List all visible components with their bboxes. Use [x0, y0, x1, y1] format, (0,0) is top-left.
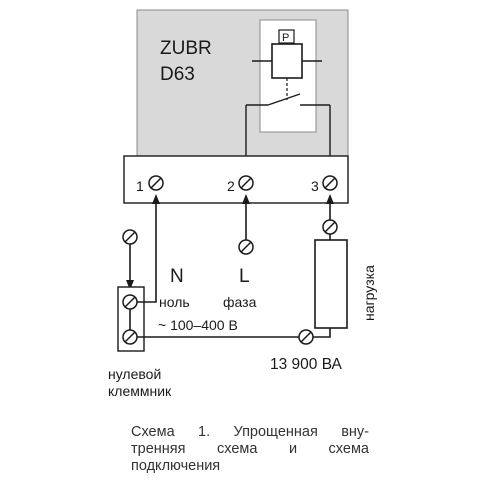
neutral-block-screw-bottom	[122, 329, 138, 345]
neutral-letter: N	[170, 266, 184, 287]
load-label: нагрузка	[361, 265, 377, 321]
phase-input-terminal	[238, 239, 254, 255]
caption-line-2: тренняя схема и схема	[131, 441, 369, 457]
terminal-3	[322, 175, 338, 191]
phase-letter: L	[239, 266, 250, 287]
terminal-2-arrow	[242, 194, 250, 204]
terminal-2	[238, 175, 254, 191]
device-model-number: D63	[160, 64, 195, 85]
load-top-terminal	[322, 219, 338, 235]
caption-line-3: подключения	[131, 458, 221, 474]
load-resistor	[314, 239, 348, 329]
figure-caption: Схема 1. Упрощенная вну- тренняя схема и…	[131, 424, 369, 475]
terminal-1-arrow	[152, 194, 160, 204]
load-return-wire	[137, 328, 331, 338]
phase-word: фаза	[223, 294, 257, 310]
caption-line-1: Схема 1. Упрощенная вну-	[131, 424, 369, 440]
device-model-name: ZUBR	[160, 38, 212, 59]
terminal-number-3: 3	[311, 178, 319, 194]
load-return-terminal	[298, 329, 314, 345]
voltage-range: ~ 100–400 В	[158, 317, 238, 333]
terminal-number-1: 1	[136, 178, 144, 194]
neutral-block-label-line2: клеммник	[108, 383, 172, 399]
neutral-input-terminal	[122, 229, 138, 245]
neutral-word: ноль	[159, 294, 190, 310]
terminal-number-2: 2	[227, 178, 235, 194]
neutral-feed-arrow	[126, 280, 134, 290]
relay-symbol: P	[245, 19, 331, 172]
neutral-to-terminal-1-wire	[137, 202, 157, 303]
neutral-block-screw-top	[122, 294, 138, 310]
relay-letter: P	[282, 32, 289, 44]
terminal-1	[148, 175, 164, 191]
neutral-block-label-line1: нулевой	[108, 366, 161, 382]
power-rating: 13 900 ВА	[270, 356, 343, 373]
relay-coil	[271, 43, 303, 79]
terminal-3-arrow	[326, 194, 334, 204]
